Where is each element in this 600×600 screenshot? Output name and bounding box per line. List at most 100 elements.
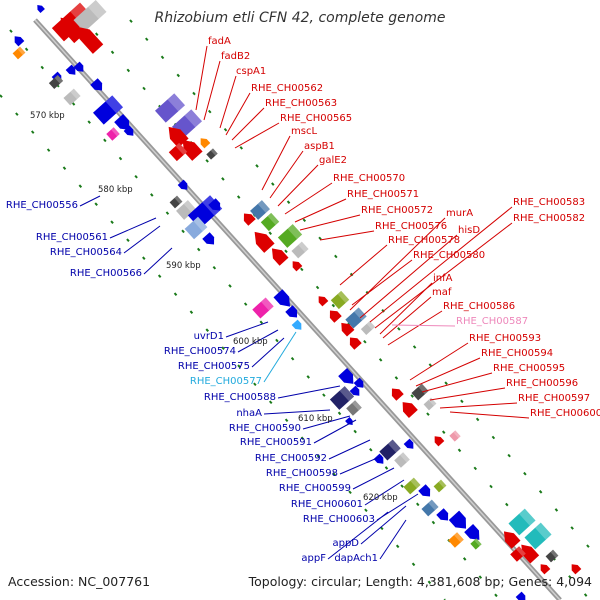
gene-label[interactable]: RHE_CH00556 (6, 200, 78, 211)
gene-arrow[interactable] (346, 334, 362, 350)
gene-label[interactable]: hisD (458, 225, 480, 236)
gene-label[interactable]: RHE_CH00597 (518, 393, 590, 404)
gene-label[interactable]: RHE_CH00596 (506, 378, 578, 389)
gene-block[interactable] (329, 386, 355, 410)
gene-label[interactable]: RHE_CH00576 (375, 221, 447, 232)
gene-arrow[interactable] (35, 3, 45, 13)
gene-block[interactable] (379, 439, 401, 461)
gene-arrow[interactable] (65, 64, 79, 78)
gene-label[interactable]: mscL (291, 126, 317, 137)
gene-label[interactable]: RHE_CH00582 (513, 213, 585, 224)
gene-label[interactable]: nhaA (236, 408, 262, 419)
gene-label[interactable]: appF (301, 553, 326, 564)
gene-arrow[interactable] (73, 22, 104, 54)
gene-label[interactable]: RHE_CH00572 (361, 205, 433, 216)
gene-label[interactable]: RHE_CH00598 (266, 468, 338, 479)
gene-block[interactable] (206, 148, 218, 160)
gene-block[interactable] (330, 290, 350, 310)
gene-arrow[interactable] (208, 198, 223, 214)
gene-block[interactable] (545, 549, 559, 563)
gene-arrow[interactable] (285, 305, 300, 321)
gene-block[interactable] (470, 538, 482, 550)
gene-arrow[interactable] (177, 135, 203, 161)
gene-arrow[interactable] (326, 307, 342, 323)
gene-arrow[interactable] (464, 524, 484, 544)
gene-block[interactable] (411, 383, 429, 401)
gene-label[interactable]: RHE_CH00580 (413, 250, 485, 261)
gene-arrow[interactable] (353, 377, 367, 391)
gene-arrow[interactable] (338, 368, 358, 388)
gene-block[interactable] (168, 142, 188, 162)
gene-arrow[interactable] (290, 259, 303, 272)
gene-block[interactable] (360, 321, 376, 335)
gene-label[interactable]: RHE_CH00601 (291, 499, 363, 510)
gene-block[interactable] (184, 216, 208, 240)
gene-arrow[interactable] (403, 438, 417, 452)
gene-block[interactable] (421, 499, 439, 517)
gene-label[interactable]: RHE_CH00588 (204, 392, 276, 403)
gene-label[interactable]: fadA (208, 36, 231, 47)
gene-label[interactable]: RHE_CH00571 (347, 189, 419, 200)
gene-arrow[interactable] (12, 34, 25, 47)
gene-arrow[interactable] (517, 541, 540, 564)
gene-label[interactable]: appD (332, 538, 359, 549)
gene-block[interactable] (403, 477, 421, 495)
gene-arrow[interactable] (569, 562, 582, 575)
gene-block[interactable] (250, 200, 270, 220)
gene-label[interactable]: RHE_CH00592 (255, 453, 327, 464)
gene-label[interactable]: RHE_CH00590 (229, 423, 301, 434)
gene-block[interactable] (433, 479, 447, 493)
gene-label[interactable]: dapAch1 (334, 553, 378, 564)
gene-block-pink[interactable] (449, 430, 461, 442)
gene-label[interactable]: cspA1 (236, 66, 266, 77)
gene-arrow[interactable] (198, 136, 211, 149)
gene-label[interactable]: RHE_CH00583 (513, 197, 585, 208)
gene-block-orange[interactable] (448, 532, 464, 548)
gene-label[interactable]: RHE_CH00594 (481, 348, 553, 359)
gene-label[interactable]: RHE_CH00561 (36, 232, 108, 243)
gene-arrow[interactable] (398, 398, 418, 418)
gene-block[interactable] (63, 88, 81, 106)
gene-label[interactable]: RHE_CH00565 (280, 113, 352, 124)
gene-label[interactable]: aspB1 (304, 141, 335, 152)
gene-block[interactable] (277, 224, 303, 248)
gene-label[interactable]: RHE_CH00577 (190, 376, 262, 387)
gene-block[interactable] (176, 200, 196, 220)
gene-arrow[interactable] (177, 179, 191, 193)
gene-arrow[interactable] (448, 510, 471, 534)
gene-arrow[interactable] (338, 319, 355, 337)
gene-arrow[interactable] (240, 210, 256, 226)
gene-label[interactable]: RHE_CH00587 (456, 316, 528, 327)
gene-arrow[interactable] (432, 434, 445, 447)
gene-arrow[interactable] (90, 78, 105, 94)
gene-block[interactable] (48, 75, 64, 89)
gene-arrow[interactable] (268, 244, 289, 266)
gene-label[interactable]: RHE_CH00600 (530, 408, 600, 419)
gene-block-magenta[interactable] (252, 297, 274, 319)
gene-arrow[interactable] (436, 508, 451, 524)
gene-arrow[interactable] (349, 385, 363, 399)
gene-label[interactable]: RHE_CH00574 (164, 346, 236, 357)
gene-label[interactable]: RHE_CH00591 (240, 437, 312, 448)
gene-block[interactable] (169, 195, 183, 209)
gene-arrow[interactable] (538, 562, 551, 575)
gene-block[interactable] (92, 95, 124, 125)
gene-block[interactable] (73, 0, 107, 33)
gene-block[interactable] (291, 241, 309, 259)
gene-block[interactable] (423, 397, 437, 411)
gene-block[interactable] (260, 212, 280, 232)
gene-label[interactable]: RHE_CH00562 (251, 83, 323, 94)
gene-label[interactable]: RHE_CH00564 (50, 247, 122, 258)
gene-arrow[interactable] (55, 13, 85, 44)
gene-label[interactable]: RHE_CH00570 (333, 173, 405, 184)
gene-label[interactable]: RHE_CH00603 (303, 514, 375, 525)
gene-label[interactable]: RHE_CH00599 (279, 483, 351, 494)
gene-label[interactable]: fadB2 (221, 51, 250, 62)
gene-label[interactable]: RHE_CH00563 (265, 98, 337, 109)
gene-block[interactable] (345, 307, 367, 329)
gene-block[interactable] (346, 400, 362, 416)
gene-arrow[interactable] (500, 527, 521, 549)
gene-label[interactable]: murA (446, 208, 473, 219)
gene-label[interactable]: maf (432, 287, 452, 298)
gene-arrow[interactable] (388, 385, 404, 401)
